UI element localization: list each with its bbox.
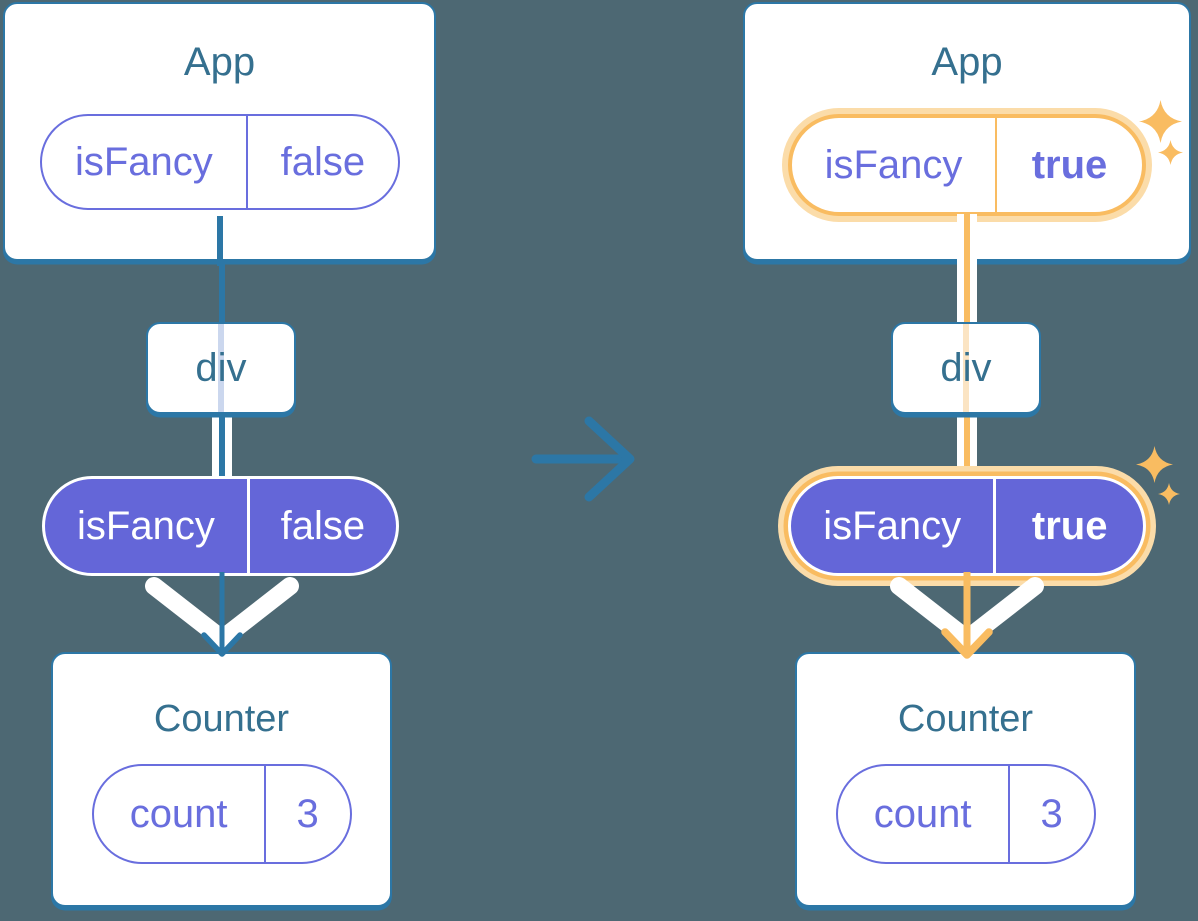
prop-value: false — [280, 503, 366, 548]
chevron-down-arrow-icon — [890, 572, 1044, 659]
app-component-box: App isFancy false — [3, 2, 436, 266]
prop-passthrough-line — [218, 324, 224, 412]
prop-value: true — [1031, 503, 1108, 548]
div-label: div — [195, 346, 247, 390]
sparkle-icon — [1158, 483, 1180, 505]
prop-line-stub — [216, 216, 223, 266]
chevron-down-arrow-icon — [145, 572, 299, 657]
state-name: count — [838, 766, 1010, 862]
prop-connector-app-div — [957, 260, 977, 322]
counter-component-box: Counter count 3 — [51, 652, 392, 907]
sparkle-icon — [1136, 446, 1173, 483]
app-state-pill-highlighted: isFancy true — [788, 114, 1146, 216]
passed-prop-pill: isFancy false — [42, 476, 399, 576]
state-name: isFancy — [42, 116, 249, 208]
app-component-box: App isFancy true — [743, 2, 1191, 266]
sparkle-icon — [1139, 100, 1182, 143]
div-box: div — [146, 322, 296, 414]
state-value: 3 — [296, 791, 319, 836]
counter-title: Counter — [897, 698, 1034, 740]
div-box: div — [891, 322, 1041, 414]
counter-component-box: Counter count 3 — [795, 652, 1136, 907]
transition-arrow-icon — [531, 416, 635, 502]
prop-line-stub — [957, 214, 977, 266]
state-value: true — [1031, 142, 1108, 187]
state-name: count — [94, 766, 266, 862]
app-state-pill: isFancy false — [39, 114, 400, 210]
passed-prop-pill-highlighted: isFancy true — [788, 476, 1146, 576]
prop-connector-app-div — [219, 258, 225, 324]
prop-name: isFancy — [45, 479, 250, 573]
state-name: isFancy — [792, 118, 997, 212]
counter-state-pill: count 3 — [835, 764, 1096, 864]
counter-state-pill: count 3 — [91, 764, 352, 864]
sparkle-icon — [1158, 140, 1183, 165]
app-title: App — [931, 40, 1003, 84]
div-label: div — [940, 346, 992, 390]
state-value: 3 — [1040, 791, 1063, 836]
prop-connector-div-pill — [212, 414, 232, 478]
prop-name: isFancy — [791, 479, 997, 573]
state-value: false — [280, 139, 366, 184]
app-title: App — [183, 40, 256, 84]
prop-connector-div-pill — [957, 414, 977, 478]
counter-title: Counter — [153, 698, 290, 740]
prop-passthrough-line — [963, 324, 969, 412]
